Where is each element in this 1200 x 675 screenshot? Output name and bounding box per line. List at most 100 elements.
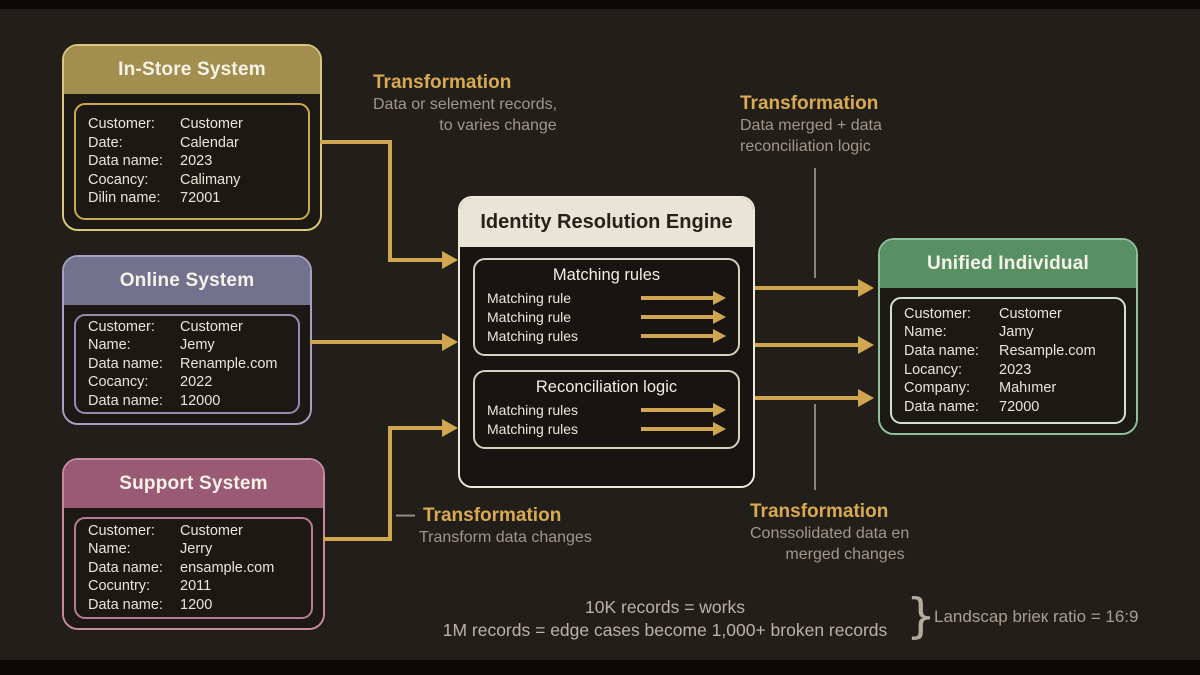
arrowhead-icon xyxy=(858,336,874,354)
annotation-title: Transformation xyxy=(750,501,889,522)
annotation-bottom-left: — Transformation Transform data changes xyxy=(396,505,656,548)
arrowhead-icon xyxy=(442,333,458,351)
field-label: Data name: xyxy=(904,342,979,359)
support-fields: Customer:Customer Name:Jerry Data name:e… xyxy=(74,517,313,619)
arrowhead-icon xyxy=(442,251,458,269)
field-label: Customer: xyxy=(88,522,155,539)
in-store-body: Customer:Customer Date:Calendar Data nam… xyxy=(64,94,320,229)
field-row: Customer: Customer xyxy=(88,318,286,337)
reconciliation-label: Matching rules xyxy=(487,420,579,437)
engine-header: Identity Resolution Engine xyxy=(460,198,753,247)
annotation-line: Conssolidated data en xyxy=(750,525,910,542)
online-fields: Customer:Customer Name:Jemy Data name:Re… xyxy=(74,314,300,414)
field-row: Customer:Customer xyxy=(88,522,299,541)
in-store-header: In-Store System xyxy=(64,46,320,94)
field-label: Data name: xyxy=(88,153,163,170)
field-row: Name:Jerry xyxy=(88,540,299,559)
field-value: 2023 xyxy=(180,153,213,170)
matching-rule-label: Matching rules xyxy=(487,327,579,344)
field-row: Cocancy: 2022 xyxy=(88,373,286,392)
field-label: Cocuntry: xyxy=(88,578,151,595)
matching-rule-row: Matching rule xyxy=(487,288,726,307)
field-row: Data name: 12000 xyxy=(88,392,286,411)
field-value: Jerry xyxy=(180,541,213,558)
field-row: Name: Jamy xyxy=(904,323,1112,342)
connector-instore-v xyxy=(388,140,392,262)
connector-engine-unified-1 xyxy=(755,286,858,290)
annotation-line: Data or selement records, xyxy=(373,96,558,113)
matching-rule-label: Matching rule xyxy=(487,289,572,306)
annotation-top-left: Transformation Data or selement records,… xyxy=(373,72,643,136)
online-title: Online System xyxy=(119,270,255,291)
field-label: Customer: xyxy=(88,116,155,133)
field-value: Calimany xyxy=(180,171,241,188)
field-row: Name: Jemy xyxy=(88,336,286,355)
field-row: Data name:Renample.com xyxy=(88,355,286,374)
field-label: Cocancy: xyxy=(88,171,149,188)
divider-line-top xyxy=(814,168,816,278)
annotation-bottom-right: Transformation Conssolidated data en mer… xyxy=(750,501,940,565)
field-value: Jamy xyxy=(999,324,1034,341)
annotation-title: Transformation xyxy=(740,93,879,114)
field-row: Data name:1200 xyxy=(88,596,299,615)
right-arrow-icon xyxy=(641,309,726,324)
field-value: Renample.com xyxy=(180,355,278,372)
field-value: Customer xyxy=(999,305,1062,322)
curly-brace-icon: } xyxy=(906,589,936,644)
field-label: Name: xyxy=(88,337,131,354)
field-row: Customer:Customer xyxy=(88,115,296,134)
letterbox-bottom xyxy=(0,660,1200,675)
field-row: Data name:72000 xyxy=(904,398,1112,417)
unified-title: Unified Individual xyxy=(927,253,1089,274)
annotation-title: Transformation xyxy=(423,505,562,526)
field-value: 2022 xyxy=(180,374,213,391)
connector-engine-unified-2 xyxy=(755,343,858,347)
field-label: Dilin name: xyxy=(88,190,161,207)
field-label: Data name: xyxy=(904,398,979,415)
unified-body: Customer:Customer Name:Jamy Data name:Re… xyxy=(880,288,1136,433)
right-arrow-icon xyxy=(641,402,726,417)
field-label: Data name: xyxy=(88,559,163,576)
card-unified-individual: Unified Individual Customer:Customer Nam… xyxy=(878,238,1138,435)
field-label: Name: xyxy=(904,324,947,341)
field-value: Mahımer xyxy=(999,380,1057,397)
arrowhead-icon xyxy=(858,389,874,407)
engine-title: Identity Resolution Engine xyxy=(480,211,733,233)
field-value: Customer xyxy=(180,318,243,335)
in-store-fields: Customer:Customer Date:Calendar Data nam… xyxy=(74,103,310,220)
right-arrow-icon xyxy=(641,328,726,343)
support-title: Support System xyxy=(119,473,268,494)
annotation-line: reconciliation logic xyxy=(740,138,871,155)
card-support-system: Support System Customer:Customer Name:Je… xyxy=(62,458,325,630)
connector-support-h2 xyxy=(388,426,442,430)
field-label: Date: xyxy=(88,134,123,151)
right-arrow-icon xyxy=(641,290,726,305)
field-value: 12000 xyxy=(180,392,221,409)
reconciliation-logic-title: Reconciliation logic xyxy=(535,378,678,396)
footer-note-line2: 1M records = edge cases become 1,000+ br… xyxy=(442,620,888,640)
matching-rule-row: Matching rules xyxy=(487,326,726,345)
annotation-line: to varies change xyxy=(439,117,557,134)
connector-support-h1 xyxy=(323,537,392,541)
right-arrow-icon xyxy=(641,421,726,436)
field-label: Data name: xyxy=(88,392,163,409)
card-online-system: Online System Customer: Customer Name: Jem… xyxy=(62,255,312,425)
connector-support-v xyxy=(388,426,392,541)
annotation-line: Transform data changes xyxy=(419,529,592,546)
field-value: 2023 xyxy=(999,361,1032,378)
annotation-top-right: Transformation Data merged + data reconc… xyxy=(740,93,970,157)
annotation-title: Transformation xyxy=(373,72,512,93)
field-row: Dilin name: 72001 xyxy=(88,189,296,208)
field-label: Customer: xyxy=(88,318,155,335)
field-label: Cocancy: xyxy=(88,374,149,391)
field-row: Data name:ensample.com xyxy=(88,559,299,578)
identity-resolution-engine: Identity Resolution Engine Matching rule… xyxy=(458,196,755,488)
reconciliation-row: Matching rules xyxy=(487,419,726,438)
reconciliation-label: Matching rules xyxy=(487,401,579,418)
field-row: Company:Mahımer xyxy=(904,379,1112,398)
online-body: Customer:Customer Name:Jemy Data name:Re… xyxy=(64,305,310,423)
connector-online-h xyxy=(310,340,442,344)
field-value: Jemy xyxy=(180,337,215,354)
field-value: 72001 xyxy=(180,190,221,207)
connector-instore-h2 xyxy=(388,258,442,262)
